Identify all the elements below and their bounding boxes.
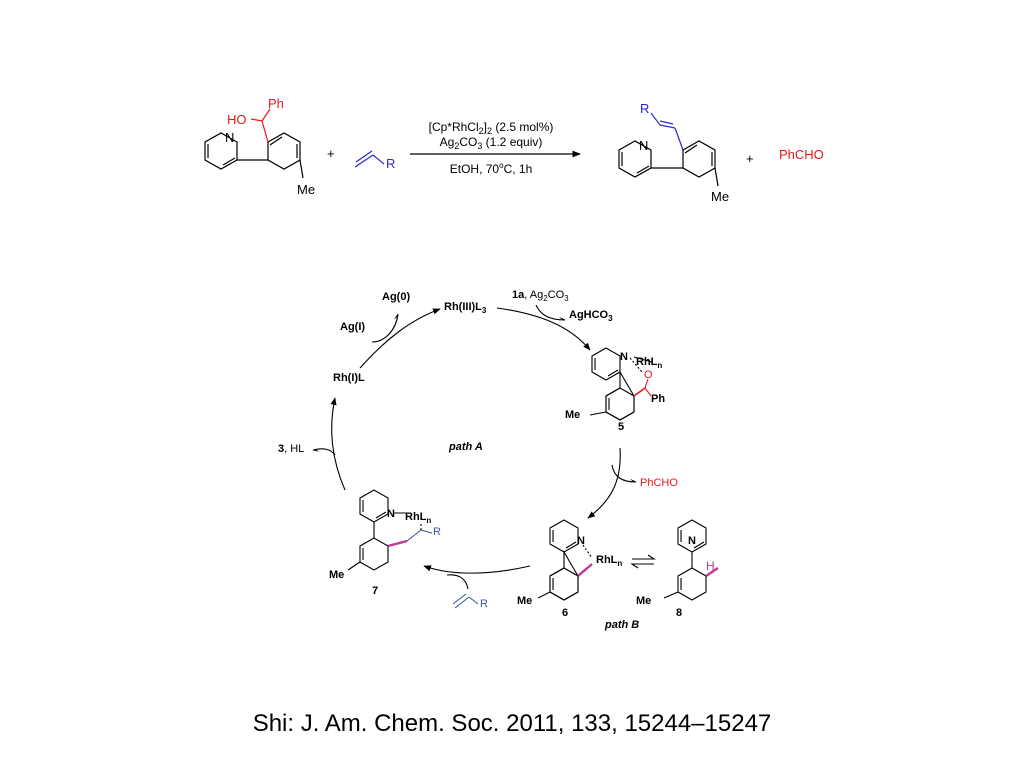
reactant-1-ph: Ph [268, 96, 284, 111]
ag0-species: Ag(0) [382, 291, 410, 303]
intermediate-5-rh: RhLn [636, 356, 662, 370]
reactant-1-me: Me [297, 182, 315, 197]
reactant-1-structure [204, 108, 304, 179]
rh1-species: Rh(I)L [333, 372, 365, 384]
product-r: R [640, 101, 649, 116]
intermediate-7-structure [347, 489, 433, 571]
condition-oxidant: Ag2CO3 (1.2 equiv) [440, 135, 543, 151]
product-structure [618, 112, 719, 187]
reactant-1-n: N [225, 130, 234, 145]
compound-8-h: H [706, 559, 715, 573]
intermediate-7-me: Me [329, 569, 344, 581]
byproduct-phcho: PhCHO [779, 147, 824, 162]
intermediate-6-rh: RhLn [596, 554, 622, 568]
citation-caption: Shi: J. Am. Chem. Soc. 2011, 133, 15244–… [252, 710, 772, 737]
compound-8-structure [663, 519, 719, 601]
intermediate-7-label: 7 [372, 585, 378, 597]
alkene-reactant-structure [354, 150, 385, 168]
intermediate-7-rh: RhLn [405, 511, 431, 525]
catalytic-cycle-arrows [312, 304, 637, 590]
condition-catalyst: [Cp*RhCl2]2 (2.5 mol%) [429, 120, 554, 136]
plus-sign-2: + [746, 151, 754, 166]
compound-8-label: 8 [676, 607, 682, 619]
reagent-entry: 1a, Ag2CO3 [512, 289, 569, 303]
intermediate-7-n: N [387, 508, 395, 520]
plus-sign-1: + [327, 146, 335, 161]
intermediate-6-structure [537, 519, 593, 601]
compound-8-n: N [688, 535, 696, 547]
intermediate-7-r: R [433, 526, 441, 538]
agI-species: Ag(I) [340, 321, 365, 333]
product-release-label: 3, HL [278, 443, 304, 455]
intermediate-5-me: Me [565, 409, 580, 421]
alkene-reactant-r: R [386, 156, 395, 171]
intermediate-6-label: 6 [562, 607, 568, 619]
condition-solvent: EtOH, 70oC, 1h [450, 161, 533, 176]
aghco3-release: AgHCO3 [569, 309, 613, 323]
path-b-label: path B [604, 619, 639, 631]
intermediate-5-ph: Ph [651, 393, 665, 405]
cycle-alkene-structure [452, 593, 479, 609]
phcho-release: PhCHO [640, 477, 678, 489]
path-a-label: path A [448, 441, 483, 453]
compound-8-me: Me [636, 595, 651, 607]
intermediate-5-n: N [620, 351, 628, 363]
intermediate-6-n: N [577, 535, 585, 547]
intermediate-5-structure [589, 347, 653, 421]
intermediate-6-me: Me [517, 595, 532, 607]
intermediate-5-label: 5 [618, 421, 624, 433]
intermediate-5-o: O [644, 369, 653, 381]
reactant-1-ho: HO [227, 112, 247, 127]
rh3-species: Rh(III)L3 [444, 301, 487, 315]
cycle-alkene-r: R [480, 598, 488, 610]
product-me: Me [711, 189, 729, 204]
product-n: N [639, 138, 648, 153]
equilibrium-arrows [630, 554, 656, 569]
